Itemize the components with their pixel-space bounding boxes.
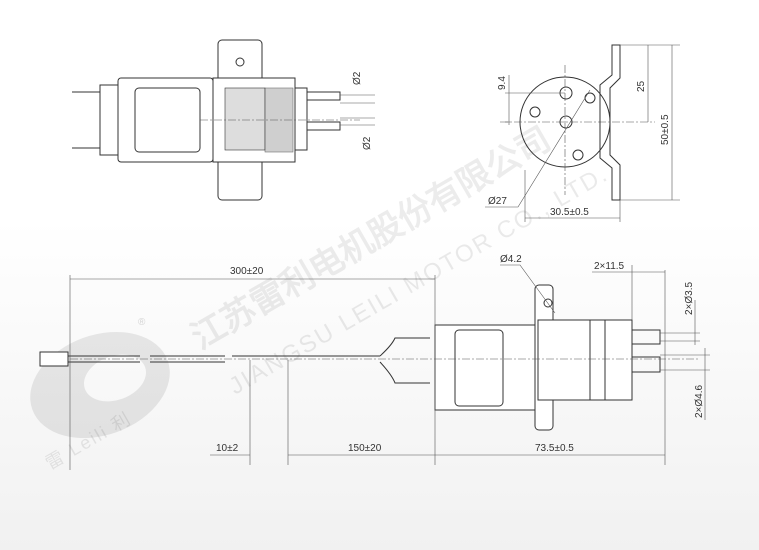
port-dia-top-label: Ø2 (352, 71, 363, 85)
port-length-label: 2×11.5 (594, 261, 625, 272)
side-view: 300±20 10±2 150±20 73.5±0.5 Ø4.2 2×11.5 … (39, 254, 710, 470)
bracket-half-label: 25 (636, 80, 647, 92)
wire-length-label: 300±20 (230, 266, 264, 277)
strip-length-label: 10±2 (216, 443, 239, 454)
bracket-height-label: 50±0.5 (660, 114, 671, 145)
offset-label: 9.4 (497, 76, 508, 90)
port-inner-label: 2×Ø3.5 (684, 281, 695, 315)
width-label: 30.5±0.5 (550, 207, 589, 218)
registered-mark: ® (138, 317, 146, 328)
top-view: Ø2 Ø2 (72, 39, 375, 201)
port-dia-bottom-label: Ø2 (362, 136, 373, 150)
port-outer-label: 2×Ø4.6 (694, 384, 705, 418)
body-dia-label: Ø27 (488, 196, 507, 207)
watermark: 江苏雷利电机股份有限公司 JIANGSU LEILI MOTOR CO., LT… (30, 119, 613, 473)
split-length-label: 150±20 (348, 443, 382, 454)
end-view: 9.4 25 50±0.5 Ø27 30.5±0.5 (485, 44, 680, 222)
mount-hole-label: Ø4.2 (500, 254, 522, 265)
body-length-label: 73.5±0.5 (535, 443, 574, 454)
